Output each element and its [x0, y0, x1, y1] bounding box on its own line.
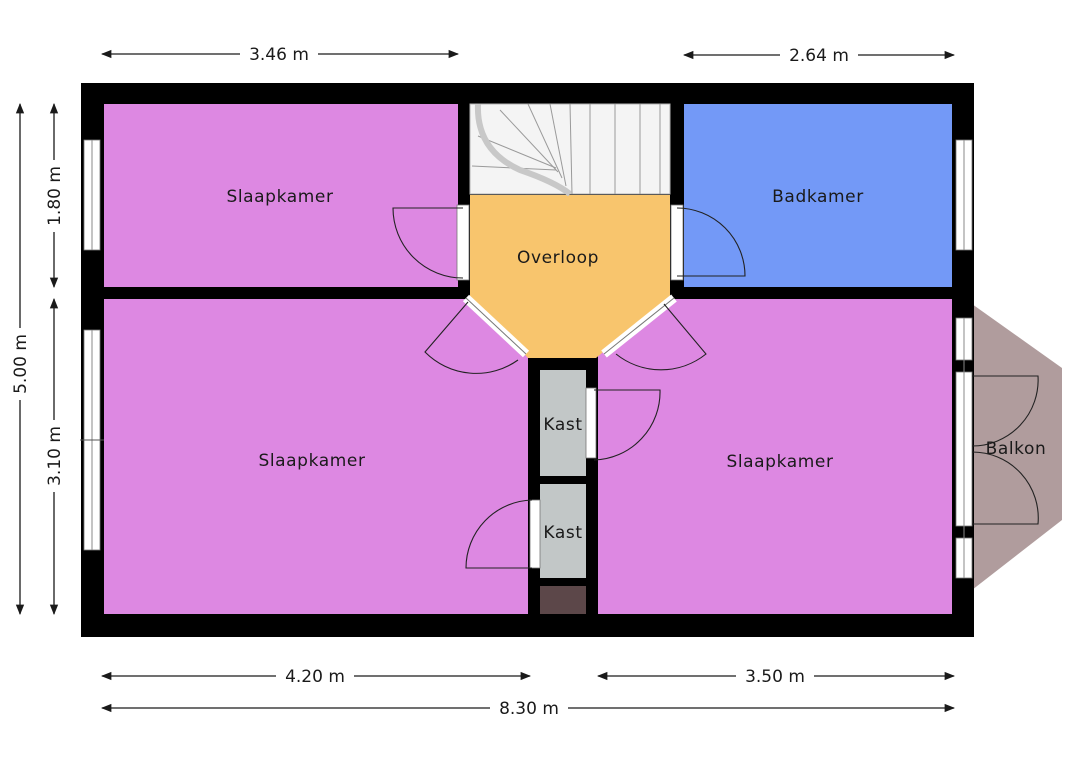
dimension-bottom-left: 4.20 m [100, 667, 532, 687]
dimension-bottom-total: 8.30 m [100, 699, 956, 719]
label-overloop: Overloop [517, 248, 599, 268]
room-badkamer [684, 104, 952, 287]
room-overloop [470, 195, 670, 358]
svg-text:5.00 m: 5.00 m [11, 334, 31, 394]
svg-text:3.46 m: 3.46 m [249, 45, 309, 65]
label-badkamer: Badkamer [772, 187, 864, 207]
svg-text:3.50 m: 3.50 m [745, 667, 805, 687]
label-slaapkamer-left: Slaapkamer [258, 451, 365, 471]
dimension-left-total: 5.00 m [11, 102, 31, 616]
label-kast-bottom: Kast [543, 523, 582, 543]
doors [392, 204, 1039, 569]
svg-text:4.20 m: 4.20 m [285, 667, 345, 687]
dimension-top-right: 2.64 m [682, 46, 956, 66]
room-slaapkamer-left [104, 299, 528, 614]
svg-text:8.30 m: 8.30 m [499, 699, 559, 719]
staircase [469, 103, 671, 197]
room-kast-top [540, 370, 586, 476]
dimension-left-upper: 1.80 m [45, 102, 65, 289]
room-slaapkamer-top [104, 104, 458, 287]
windows [80, 139, 973, 579]
svg-text:1.80 m: 1.80 m [45, 166, 65, 226]
label-slaapkamer-top: Slaapkamer [226, 187, 333, 207]
label-slaapkamer-right: Slaapkamer [726, 452, 833, 472]
label-balkon: Balkon [986, 439, 1047, 459]
dimension-top-left: 3.46 m [100, 45, 460, 65]
dimension-bottom-right: 3.50 m [596, 667, 956, 687]
dimension-left-lower: 3.10 m [45, 297, 65, 616]
room-slaapkamer-right [598, 299, 952, 614]
svg-text:3.10 m: 3.10 m [45, 426, 65, 486]
label-kast-top: Kast [543, 415, 582, 435]
svg-text:2.64 m: 2.64 m [789, 46, 849, 66]
shaft [540, 586, 586, 614]
room-kast-bottom [540, 484, 586, 578]
